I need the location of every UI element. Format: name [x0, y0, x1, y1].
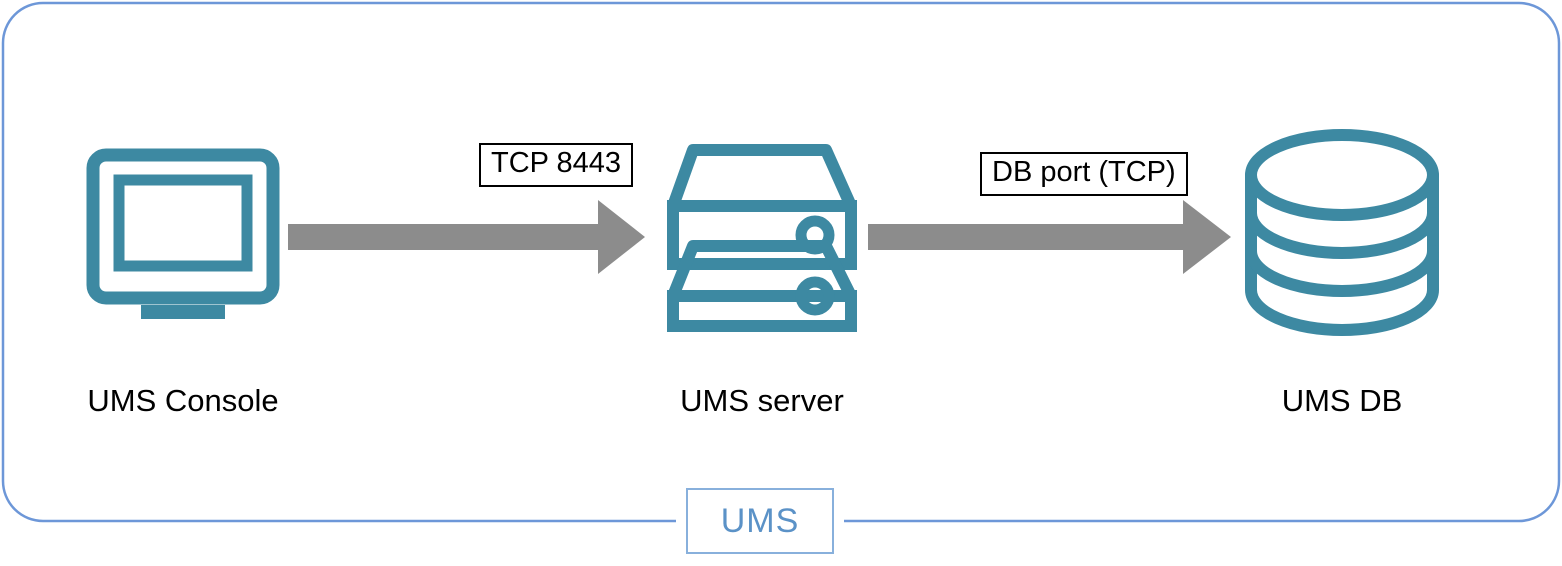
node-label-ums-server: UMS server: [680, 383, 844, 418]
arrow-console-to-server: [288, 200, 645, 274]
database-cylinder-icon: [1245, 129, 1439, 336]
flow-label-console-to-server: TCP 8443: [479, 143, 634, 187]
flow-label-server-to-db: DB port (TCP): [980, 152, 1188, 196]
server-rack-icon: [667, 144, 857, 332]
boundary-badge-ums: UMS: [686, 488, 834, 554]
node-label-ums-db: UMS DB: [1281, 383, 1403, 418]
monitor-icon: [86, 148, 280, 319]
arrow-server-to-db: [868, 200, 1231, 274]
node-label-ums-console: UMS Console: [87, 383, 279, 418]
